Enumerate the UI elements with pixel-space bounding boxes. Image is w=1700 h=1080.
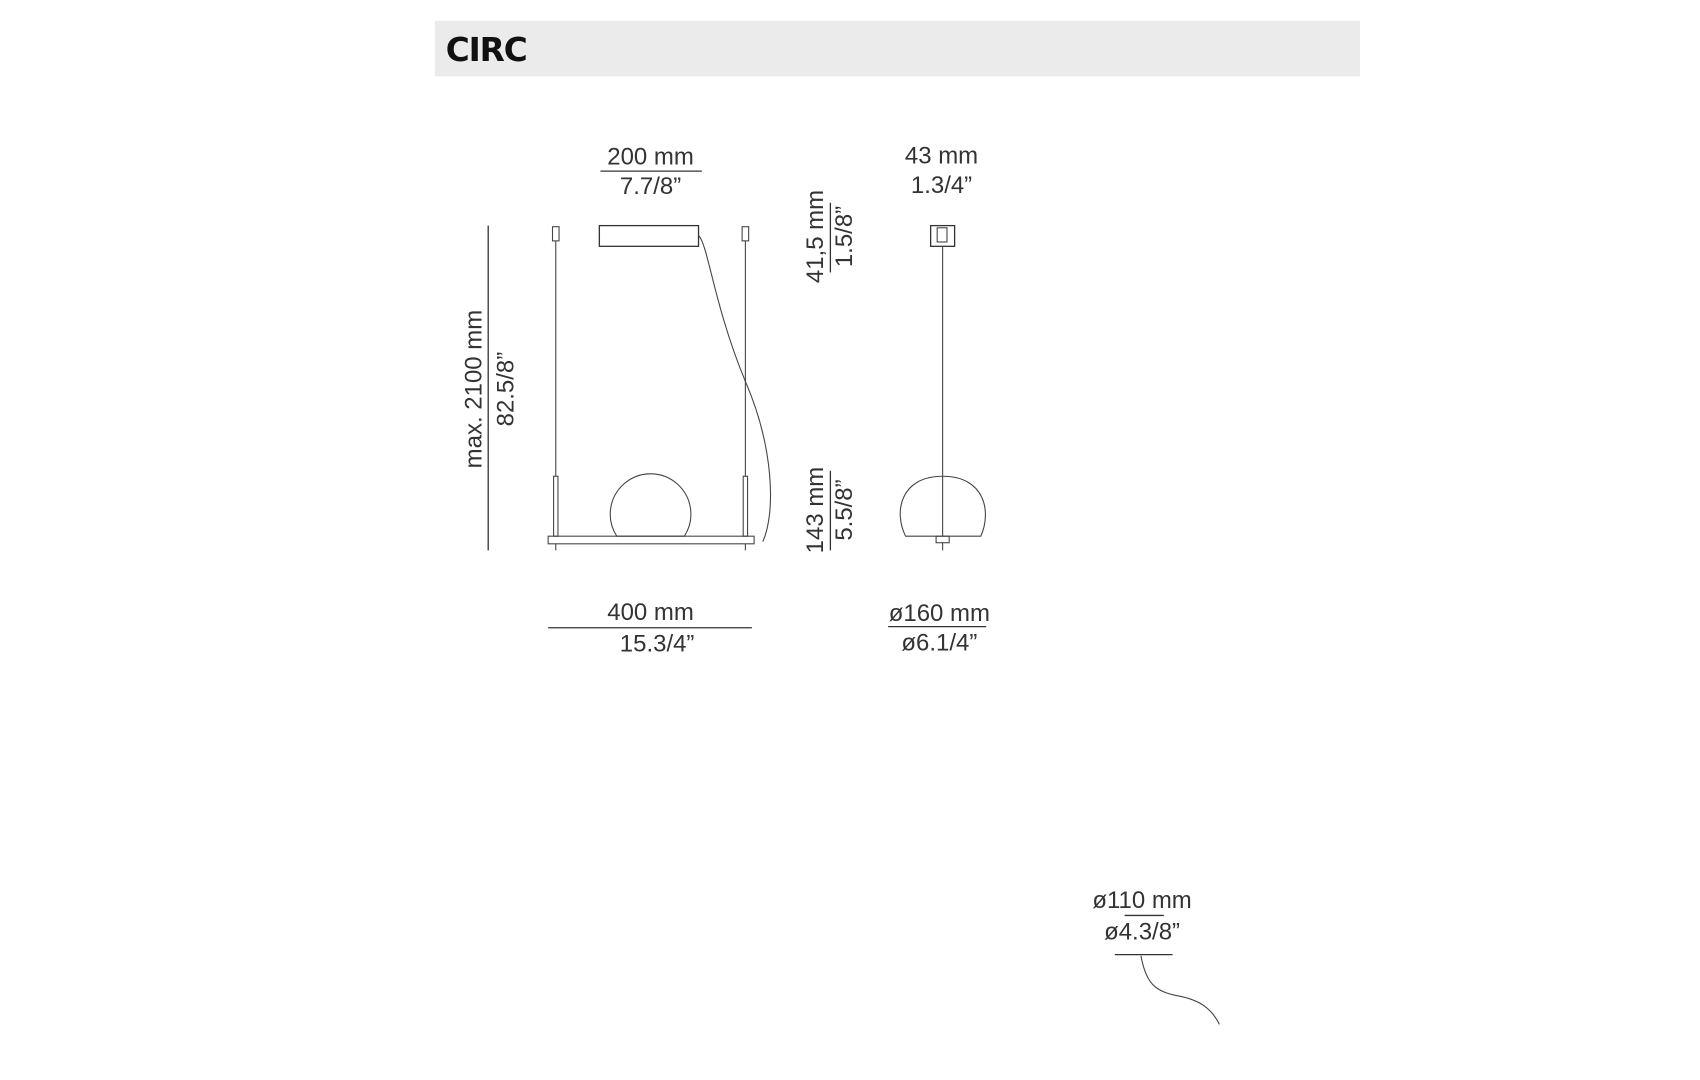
- power-cable: [698, 235, 772, 542]
- shade-height-in: 5.5/8”: [831, 479, 858, 540]
- canopy: [598, 224, 700, 247]
- header-bar: [434, 20, 1360, 77]
- lamp-shade-sphere: [609, 473, 692, 537]
- canopy-height-in: 1.5/8”: [831, 206, 858, 267]
- side-view: 43 mm 1.3/4” ø160 mm ø6.1/4”: [888, 142, 990, 657]
- detail-cable: [1140, 955, 1220, 1025]
- canopy-depth-mm: 43 mm: [905, 142, 978, 169]
- shade-height-mm: 143 mm: [802, 467, 829, 554]
- canopy-width-mm: 200 mm: [607, 144, 694, 171]
- product-title: CIRC: [446, 31, 527, 69]
- diameter-in: ø6.1/4”: [901, 630, 977, 657]
- canopy-depth-in: 1.3/4”: [911, 172, 972, 199]
- canopy-width-in: 7.7/8”: [620, 173, 681, 200]
- bottom-bar: [547, 535, 755, 545]
- width-in: 15.3/4”: [620, 631, 695, 658]
- max-height-in: 82.5/8”: [492, 352, 519, 427]
- diameter-mm: ø160 mm: [889, 600, 990, 627]
- max-height-mm: max. 2100 mm: [461, 310, 488, 469]
- ceiling-detail: ø110 mm ø4.3/8”: [1092, 887, 1220, 1025]
- detail-diameter-in: ø4.3/8”: [1104, 918, 1180, 945]
- detail-diameter-mm: ø110 mm: [1092, 887, 1191, 914]
- width-mm: 400 mm: [607, 599, 694, 626]
- front-view: 200 mm 7.7/8” max. 2100 mm 82.5/8” 400 m…: [461, 144, 772, 658]
- vertical-dimensions: 41,5 mm 1.5/8” 143 mm 5.5/8”: [802, 190, 858, 553]
- canopy-height-mm: 41,5 mm: [802, 190, 829, 283]
